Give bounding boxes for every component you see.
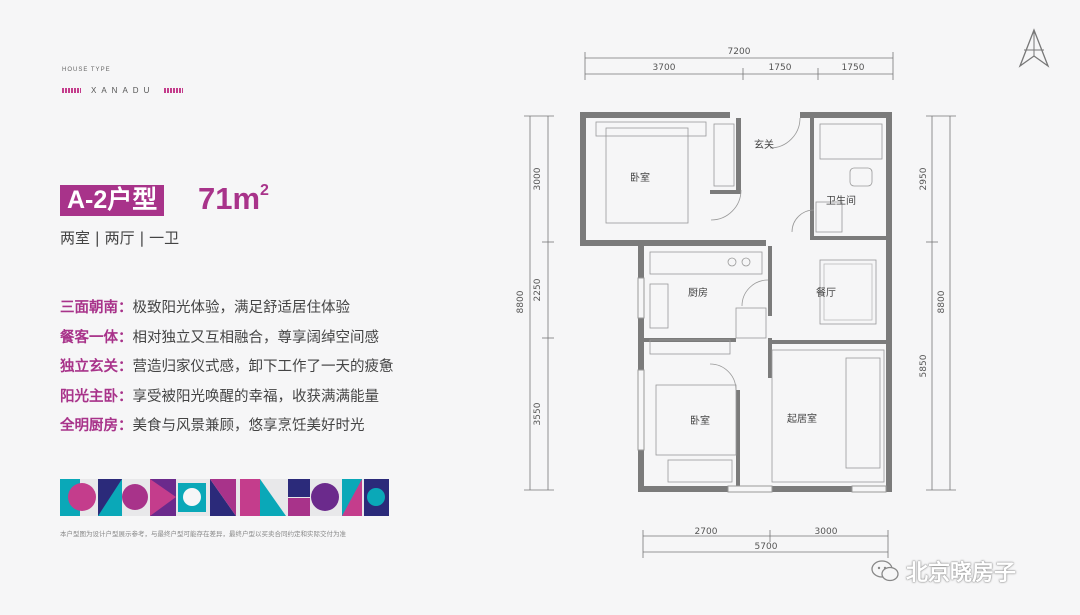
doors — [709, 117, 815, 391]
kitchen-counter — [649, 251, 763, 275]
living-area — [771, 349, 885, 483]
brand-bar-left — [62, 88, 81, 93]
kitchen-sink — [649, 283, 669, 329]
dim-top-2: 1750 — [769, 63, 792, 73]
dim-bottom-1: 2700 — [695, 527, 718, 537]
dim-left-total: 8800 — [516, 290, 526, 313]
brand-name: XANADU — [91, 86, 155, 95]
feature-value: 相对独立又互相融合，尊享阔绰空间感 — [132, 329, 380, 346]
washbasin — [815, 201, 843, 233]
dim-top-1: 3700 — [653, 63, 676, 73]
fridge — [735, 307, 767, 339]
brand-bar-right — [164, 88, 184, 93]
unit-area: 71m2 — [198, 181, 269, 217]
dim-right-2: 5850 — [919, 354, 929, 377]
dim-bottom-2: 3000 — [815, 527, 838, 537]
wardrobe-bottom — [649, 339, 731, 355]
dim-right-1: 2950 — [919, 167, 929, 190]
sofa — [845, 357, 881, 469]
toilet — [849, 167, 873, 187]
dim-left-2: 2250 — [533, 278, 543, 301]
room-label-kitchen: 厨房 — [688, 286, 708, 299]
room-label-bedroom-bottom: 卧室 — [690, 414, 710, 427]
room-label-dining: 餐厅 — [816, 286, 836, 299]
shoe-cabinet — [713, 123, 735, 187]
area-superscript: 2 — [260, 182, 269, 199]
floor-plan: 7200 3700 1750 1750 8800 3000 2250 3550 … — [516, 47, 956, 558]
area-value: 71m — [198, 181, 261, 216]
feature-key: 独立玄关： — [60, 359, 133, 375]
geometric-pattern-banner — [60, 479, 389, 516]
top-dimension-lines — [584, 52, 894, 80]
room-label-living: 起居室 — [787, 412, 817, 425]
feature-list: 三面朝南：极致阳光体验，满足舒适居住体验 餐客一体：相对独立又互相融合，尊享阔绰… — [60, 296, 394, 444]
feature-key: 三面朝南： — [60, 300, 133, 316]
feature-item: 独立玄关：营造归家仪式感，卸下工作了一天的疲惫 — [60, 355, 394, 385]
wechat-icon — [871, 560, 899, 582]
right-dimension-lines — [926, 115, 956, 491]
brand-row: XANADU — [62, 86, 184, 95]
dim-top-total: 7200 — [728, 47, 751, 57]
dim-right-total: 8800 — [937, 290, 947, 313]
rooms-summary: 两室 | 两厅 | 一卫 — [60, 229, 180, 247]
wardrobe-top — [595, 121, 707, 137]
north-arrow-icon — [1018, 28, 1050, 68]
feature-value: 享受被阳光唤醒的幸福，收获满满能量 — [132, 388, 380, 405]
feature-item: 餐客一体：相对独立又互相融合，尊享阔绰空间感 — [60, 326, 394, 356]
walls — [580, 112, 892, 492]
watermark: 北京晓房子 — [870, 555, 1016, 587]
feature-key: 阳光主卧： — [60, 388, 133, 405]
furniture — [595, 121, 885, 483]
disclaimer-text: 本户型图为设计户型展示参考，与最终户型可能存在差异，最终户型以买卖合同约定和实际… — [60, 530, 346, 538]
watermark-text: 北京晓房子 — [906, 561, 1017, 586]
feature-value: 极致阳光体验，满足舒适居住体验 — [132, 300, 351, 316]
bed-top — [605, 127, 689, 224]
feature-item: 全明厨房：美食与风景兼顾，悠享烹饪美好时光 — [60, 414, 394, 444]
feature-key: 餐客一体： — [60, 329, 133, 346]
feature-key: 全明厨房： — [60, 418, 133, 434]
room-label-entrance: 玄关 — [754, 138, 774, 151]
dim-top-3: 1750 — [842, 63, 865, 73]
dim-left-1: 3000 — [533, 167, 543, 190]
feature-value: 美食与风景兼顾，悠享烹饪美好时光 — [132, 418, 365, 434]
dim-bottom-total: 5700 — [755, 542, 778, 552]
shower — [819, 123, 883, 160]
room-label-bathroom: 卫生间 — [826, 194, 856, 207]
left-dimension-lines — [524, 115, 554, 491]
room-label-bedroom-top: 卧室 — [630, 171, 650, 184]
house-type-label: HOUSE TYPE — [62, 67, 111, 73]
feature-item: 三面朝南：极致阳光体验，满足舒适居住体验 — [60, 296, 394, 326]
dining-table — [819, 259, 877, 325]
feature-value: 营造归家仪式感，卸下工作了一天的疲惫 — [132, 359, 394, 375]
windows — [637, 277, 887, 493]
unit-type-title: A-2户型 — [60, 185, 165, 216]
desk — [667, 459, 733, 483]
dim-left-3: 3550 — [533, 402, 543, 425]
bed-bottom — [655, 384, 737, 456]
bottom-dimension-lines — [642, 530, 889, 558]
feature-item: 阳光主卧：享受被阳光唤醒的幸福，收获满满能量 — [60, 385, 394, 415]
